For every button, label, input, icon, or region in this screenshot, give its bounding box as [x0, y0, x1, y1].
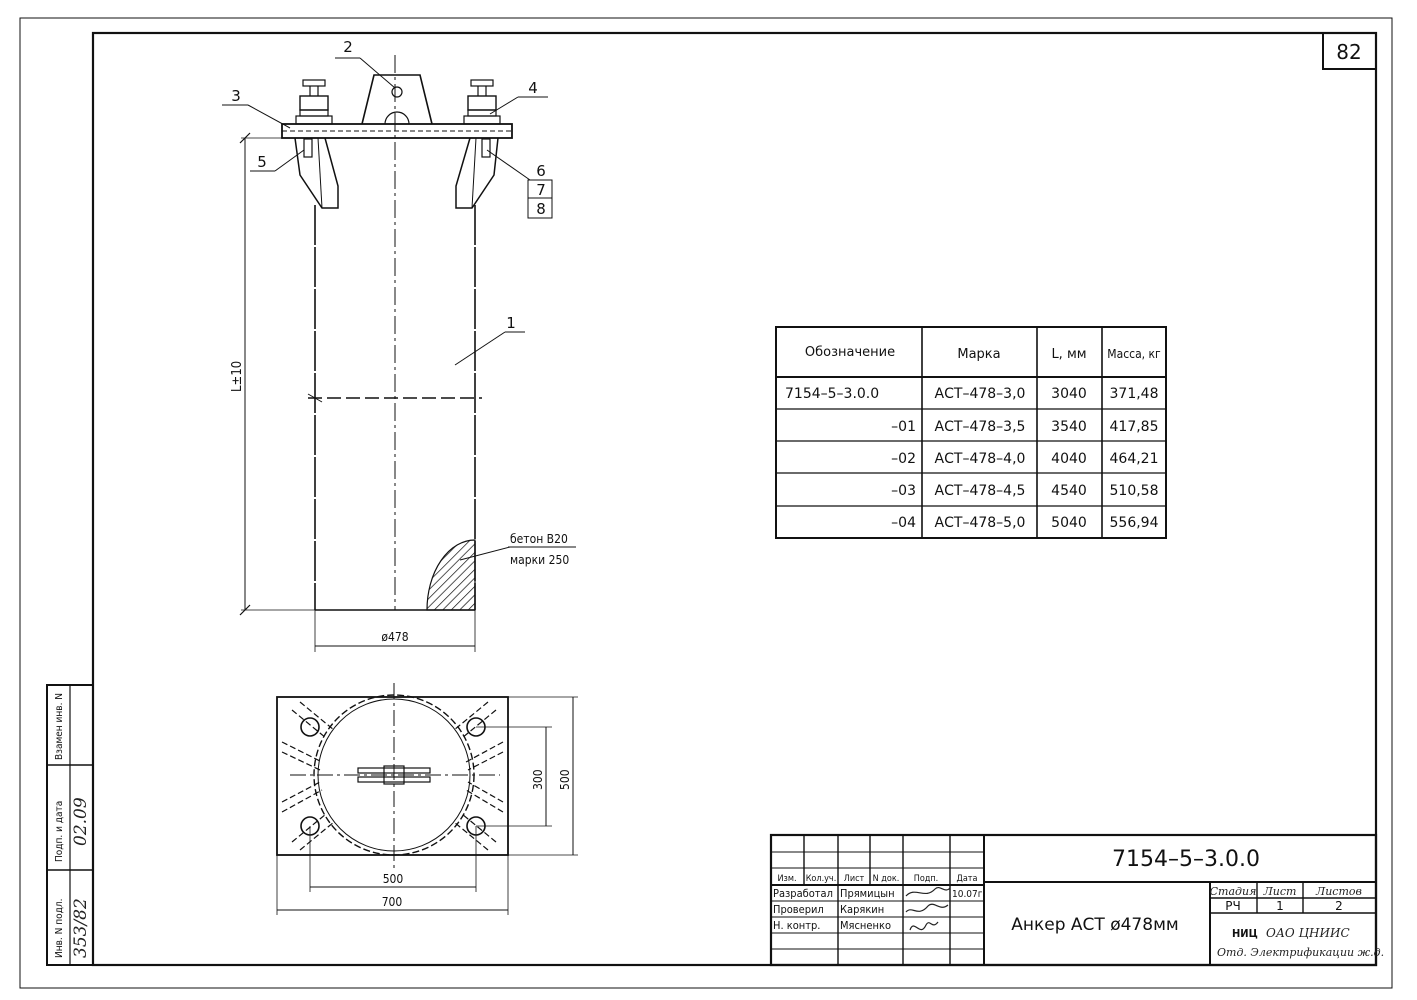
callout-2: 2	[343, 38, 353, 56]
header-mass: Масса, кг	[1107, 347, 1161, 361]
table-cell: 556,94	[1110, 515, 1159, 531]
page-number: 82	[1336, 40, 1361, 64]
stamp-replaces-label: Взамен инв. N	[54, 693, 65, 760]
callout-1: 1	[506, 314, 516, 332]
tb-col-sheet: Лист	[844, 874, 865, 884]
stamp-date-value: 02.09	[71, 797, 91, 846]
table-cell: АСТ–478–4,0	[935, 451, 1026, 467]
callout-6: 6	[536, 162, 546, 180]
tb-col-doc: N док.	[873, 874, 900, 884]
spec-table: Обозначение Марка L, мм Масса, кг 7154–5…	[775, 326, 1167, 539]
callouts: 2 3 4 5 6 7 8 1	[222, 38, 553, 366]
callout-4: 4	[528, 79, 538, 97]
org-logo: НИЦ	[1232, 927, 1258, 940]
org-department: Отд. Электрификации ж.д.	[1217, 946, 1384, 959]
table-cell: –01	[891, 419, 916, 435]
tb-col-qty: Кол.уч.	[806, 874, 837, 884]
plan-dim-300: 300	[531, 769, 545, 790]
stamp-inv-label: Инв. N подл.	[54, 899, 65, 958]
table-cell: 510,58	[1110, 483, 1159, 499]
table-cell: 7154–5–3.0.0	[785, 386, 879, 402]
elevation-view: L±10 ø478 бетон В20 марки 250	[230, 55, 576, 652]
page-number-box	[1322, 32, 1377, 70]
table-cell: –03	[891, 483, 916, 499]
concrete-label-line2: марки 250	[510, 553, 569, 567]
tb-role-norm: Н. контр.	[773, 919, 820, 932]
tb-col-change: Изм.	[777, 874, 796, 884]
callout-3: 3	[231, 87, 241, 105]
tb-col-date: Дата	[957, 874, 978, 884]
tb-name-1: Прямицын	[840, 887, 895, 900]
callout-5: 5	[257, 153, 267, 171]
tb-stage: РЧ	[1225, 899, 1240, 913]
tb-col-sign: Подп.	[914, 874, 939, 884]
tb-role-checked: Проверил	[773, 903, 824, 916]
table-cell: 3040	[1051, 386, 1087, 402]
drawing-title: Анкер АСТ ø478мм	[1011, 915, 1178, 935]
signatures	[905, 886, 951, 931]
table-cell: 5040	[1051, 515, 1087, 531]
tb-stage-label: Стадия	[1210, 885, 1257, 898]
callout-8: 8	[536, 200, 546, 218]
tb-date: 10.07г	[952, 889, 983, 900]
plan-dim-500-vertical: 500	[558, 769, 572, 790]
table-cell: АСТ–478–3,5	[935, 419, 1026, 435]
length-dimension: L±10	[230, 361, 245, 392]
table-cell: –04	[891, 515, 916, 531]
tb-sheets: 2	[1335, 899, 1343, 913]
table-cell: 4540	[1051, 483, 1087, 499]
table-cell: 417,85	[1110, 419, 1159, 435]
main-frame	[91, 31, 1378, 967]
table-cell: АСТ–478–4,5	[935, 483, 1026, 499]
stamp-inv-value: 353/82	[71, 898, 91, 958]
stamp-sign-date-label: Подп. и дата	[54, 801, 65, 862]
table-cell: АСТ–478–3,0	[935, 386, 1026, 402]
title-block: Изм. Кол.уч. Лист N док. Подп. Дата Разр…	[769, 833, 1384, 967]
tb-sheet-label: Лист	[1263, 885, 1297, 898]
header-mark: Марка	[957, 347, 1000, 362]
header-designation: Обозначение	[805, 345, 895, 360]
tb-role-developed: Разработал	[773, 887, 833, 900]
outer-frame	[19, 17, 1393, 989]
table-cell: 371,48	[1110, 386, 1159, 402]
table-cell: –02	[891, 451, 916, 467]
tb-name-3: Мясненко	[840, 919, 891, 932]
table-cell: 464,21	[1110, 451, 1159, 467]
plan-dim-500-horizontal: 500	[383, 872, 404, 886]
plan-dim-700: 700	[382, 895, 403, 909]
header-length: L, мм	[1051, 347, 1086, 362]
table-cell: АСТ–478–5,0	[935, 515, 1026, 531]
tb-sheet: 1	[1276, 899, 1284, 913]
table-cell: 3540	[1051, 419, 1087, 435]
callout-7: 7	[536, 181, 546, 199]
table-cell: 4040	[1051, 451, 1087, 467]
side-stamp: Взамен инв. N Подп. и дата Инв. N подл. …	[46, 684, 94, 966]
diameter-dimension: ø478	[381, 630, 408, 644]
tb-sheets-label: Листов	[1315, 885, 1362, 898]
tb-name-2: Карякин	[840, 903, 884, 916]
doc-code: 7154–5–3.0.0	[1112, 847, 1260, 872]
concrete-label-line1: бетон В20	[510, 532, 568, 546]
plan-view: 300 500 500 700	[276, 683, 578, 915]
org-name: ОАО ЦНИИС	[1266, 926, 1350, 940]
